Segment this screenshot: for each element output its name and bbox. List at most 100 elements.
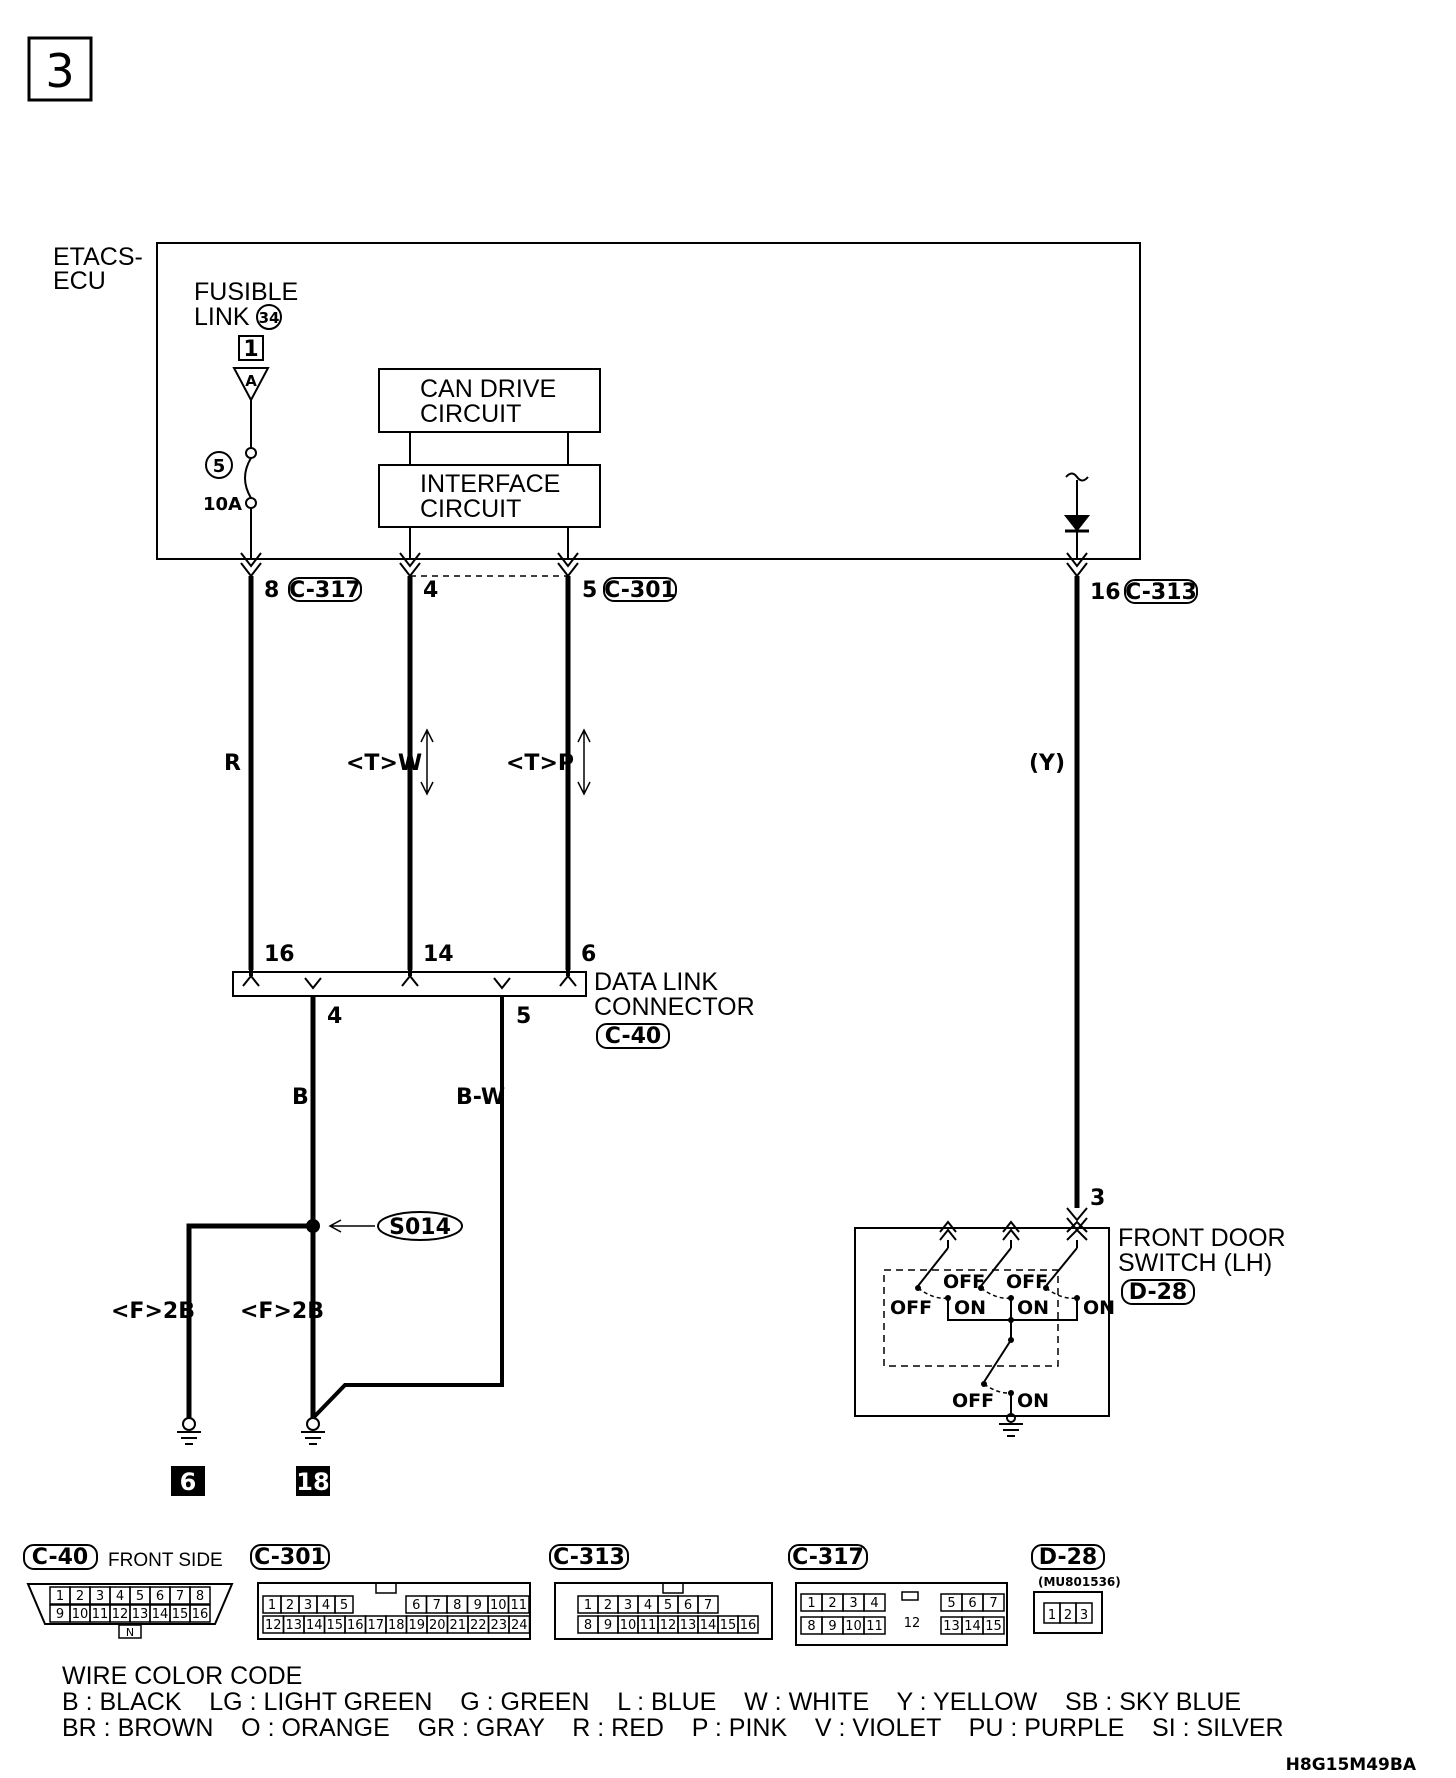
connector-pin-number: 17 bbox=[367, 1618, 384, 1633]
connector-pin-number: 24 bbox=[511, 1618, 528, 1633]
fusible-link-number: 34 bbox=[259, 309, 280, 327]
connector-pin-cell bbox=[189, 1586, 211, 1605]
splice-arrow-icon bbox=[328, 1219, 375, 1233]
dlc-label-1: DATA LINK bbox=[594, 968, 718, 996]
connector-pin-number: 4 bbox=[870, 1596, 878, 1611]
connector-pin-number: 8 bbox=[196, 1589, 204, 1604]
power-ref-box bbox=[238, 335, 264, 361]
connector-pin-number: 11 bbox=[510, 1598, 527, 1613]
fuse-rating: 10A bbox=[203, 494, 242, 515]
connector-pin-cell bbox=[1075, 1602, 1093, 1624]
wire-2b bbox=[186, 1223, 313, 1418]
dlc-connector: C-40 bbox=[605, 1024, 661, 1049]
connector-pin-number: 14 bbox=[700, 1618, 717, 1633]
connector-pin-number: 18 bbox=[388, 1618, 405, 1633]
wire-color-label: <T>W bbox=[346, 751, 422, 776]
connector-tag bbox=[288, 577, 362, 602]
wire-color-label: (Y) bbox=[1029, 751, 1065, 776]
connector-pin-number: 1 bbox=[584, 1598, 592, 1613]
connector-pin-number: 7 bbox=[989, 1596, 997, 1611]
ecu-pin-5: 5 bbox=[582, 578, 597, 603]
legend-line-1: B : BLACK LG : LIGHT GREEN G : GREEN L :… bbox=[62, 1688, 1241, 1716]
dlc-female-pins bbox=[242, 974, 577, 987]
c317-label: C-317 bbox=[792, 1545, 864, 1570]
connector-pin-number: 4 bbox=[116, 1589, 124, 1604]
connector-pin-number: 14 bbox=[964, 1619, 981, 1634]
wire-bw bbox=[311, 996, 504, 1420]
connector-pin-cell bbox=[189, 1604, 211, 1623]
connector-pin-number: 13 bbox=[285, 1618, 302, 1633]
connector-pin-number: 4 bbox=[644, 1598, 652, 1613]
connector-pin-number: 9 bbox=[56, 1607, 64, 1622]
connector-pin-number: 5 bbox=[664, 1598, 672, 1613]
connector-pin-number: 15 bbox=[172, 1607, 189, 1622]
c301-label: C-301 bbox=[254, 1545, 326, 1570]
door-switch-box bbox=[854, 1227, 1110, 1417]
connector-pin-number: 9 bbox=[474, 1598, 482, 1613]
switch-off-label: OFF bbox=[952, 1390, 994, 1412]
connector-tag bbox=[603, 577, 677, 602]
wire-color-label: R bbox=[224, 751, 241, 776]
connector-pin-number: 8 bbox=[453, 1598, 461, 1613]
connector-pin-number: 10 bbox=[845, 1619, 862, 1634]
power-ref: 1 bbox=[243, 337, 258, 362]
connector-pin-number: 9 bbox=[828, 1619, 836, 1634]
internal-ref-symbol bbox=[1065, 472, 1089, 482]
connector-pin-cell bbox=[982, 1593, 1005, 1612]
door-switch-label-2: SWITCH (LH) bbox=[1118, 1249, 1272, 1277]
dlc-pin-4: 4 bbox=[327, 1004, 342, 1029]
dlc-label-2: CONNECTOR bbox=[594, 993, 755, 1021]
connector-pin-number: 9 bbox=[604, 1618, 612, 1633]
interface-circuit-box bbox=[378, 464, 601, 528]
ecu-pin-4: 4 bbox=[423, 578, 438, 603]
ground-point-6: 6 bbox=[180, 1468, 197, 1496]
connector-pin-number: 14 bbox=[306, 1618, 323, 1633]
power-letter: A bbox=[245, 372, 257, 390]
fuse-symbol bbox=[244, 457, 252, 499]
connector-pin-number: 3 bbox=[96, 1589, 104, 1604]
connector-pin-number: 15 bbox=[985, 1619, 1002, 1634]
wire-color-label: <F>2B bbox=[111, 1299, 195, 1324]
connector-pin-number: 12 bbox=[265, 1618, 282, 1633]
ecu-pin-8: 8 bbox=[264, 578, 279, 603]
connector-pin-number: 16 bbox=[347, 1618, 364, 1633]
switch-off-label: OFF bbox=[943, 1271, 985, 1293]
c40-key: N bbox=[126, 1626, 134, 1639]
fuse-terminal-top bbox=[245, 447, 257, 459]
ground-point-18: 18 bbox=[296, 1468, 329, 1496]
legend-title: WIRE COLOR CODE bbox=[62, 1662, 302, 1690]
connector-pin-number: 4 bbox=[322, 1598, 330, 1613]
c313-label: C-313 bbox=[553, 1545, 625, 1570]
dlc-pin-16: 16 bbox=[264, 942, 295, 967]
connector-pin-number: 5 bbox=[947, 1596, 955, 1611]
connector-pin-number: 19 bbox=[408, 1618, 425, 1633]
connector-pin-number: 6 bbox=[412, 1598, 420, 1613]
connector-pin-cell bbox=[508, 1615, 531, 1634]
connector-tag bbox=[1121, 1279, 1195, 1305]
connector-pin-number: 11 bbox=[640, 1618, 657, 1633]
connector-pin-number: 1 bbox=[807, 1596, 815, 1611]
connector-pin-number: 15 bbox=[720, 1618, 737, 1633]
connector-pin-number: 11 bbox=[866, 1619, 883, 1634]
can-drive-circuit-box bbox=[378, 368, 601, 433]
dlc-pin-5: 5 bbox=[516, 1004, 531, 1029]
connector-pin-number: 3 bbox=[1080, 1608, 1088, 1623]
ground-point-box bbox=[171, 1466, 205, 1496]
door-switch-label-1: FRONT DOOR bbox=[1118, 1224, 1286, 1252]
connector-pin-number: 11 bbox=[92, 1607, 109, 1622]
can-drive-label-1: CAN DRIVE bbox=[420, 375, 556, 403]
splice-point bbox=[306, 1219, 320, 1233]
connector-pin-number: 14 bbox=[152, 1607, 169, 1622]
connector-pin-number: 1 bbox=[1048, 1608, 1056, 1623]
c40-label: C-40 bbox=[32, 1545, 88, 1570]
connector-tag bbox=[1124, 579, 1198, 604]
door-switch-pin: 3 bbox=[1090, 1186, 1105, 1211]
switch-on-label: ON bbox=[1017, 1297, 1049, 1319]
connector-pin-number: 2 bbox=[604, 1598, 612, 1613]
ecu-name-2: ECU bbox=[53, 267, 106, 295]
